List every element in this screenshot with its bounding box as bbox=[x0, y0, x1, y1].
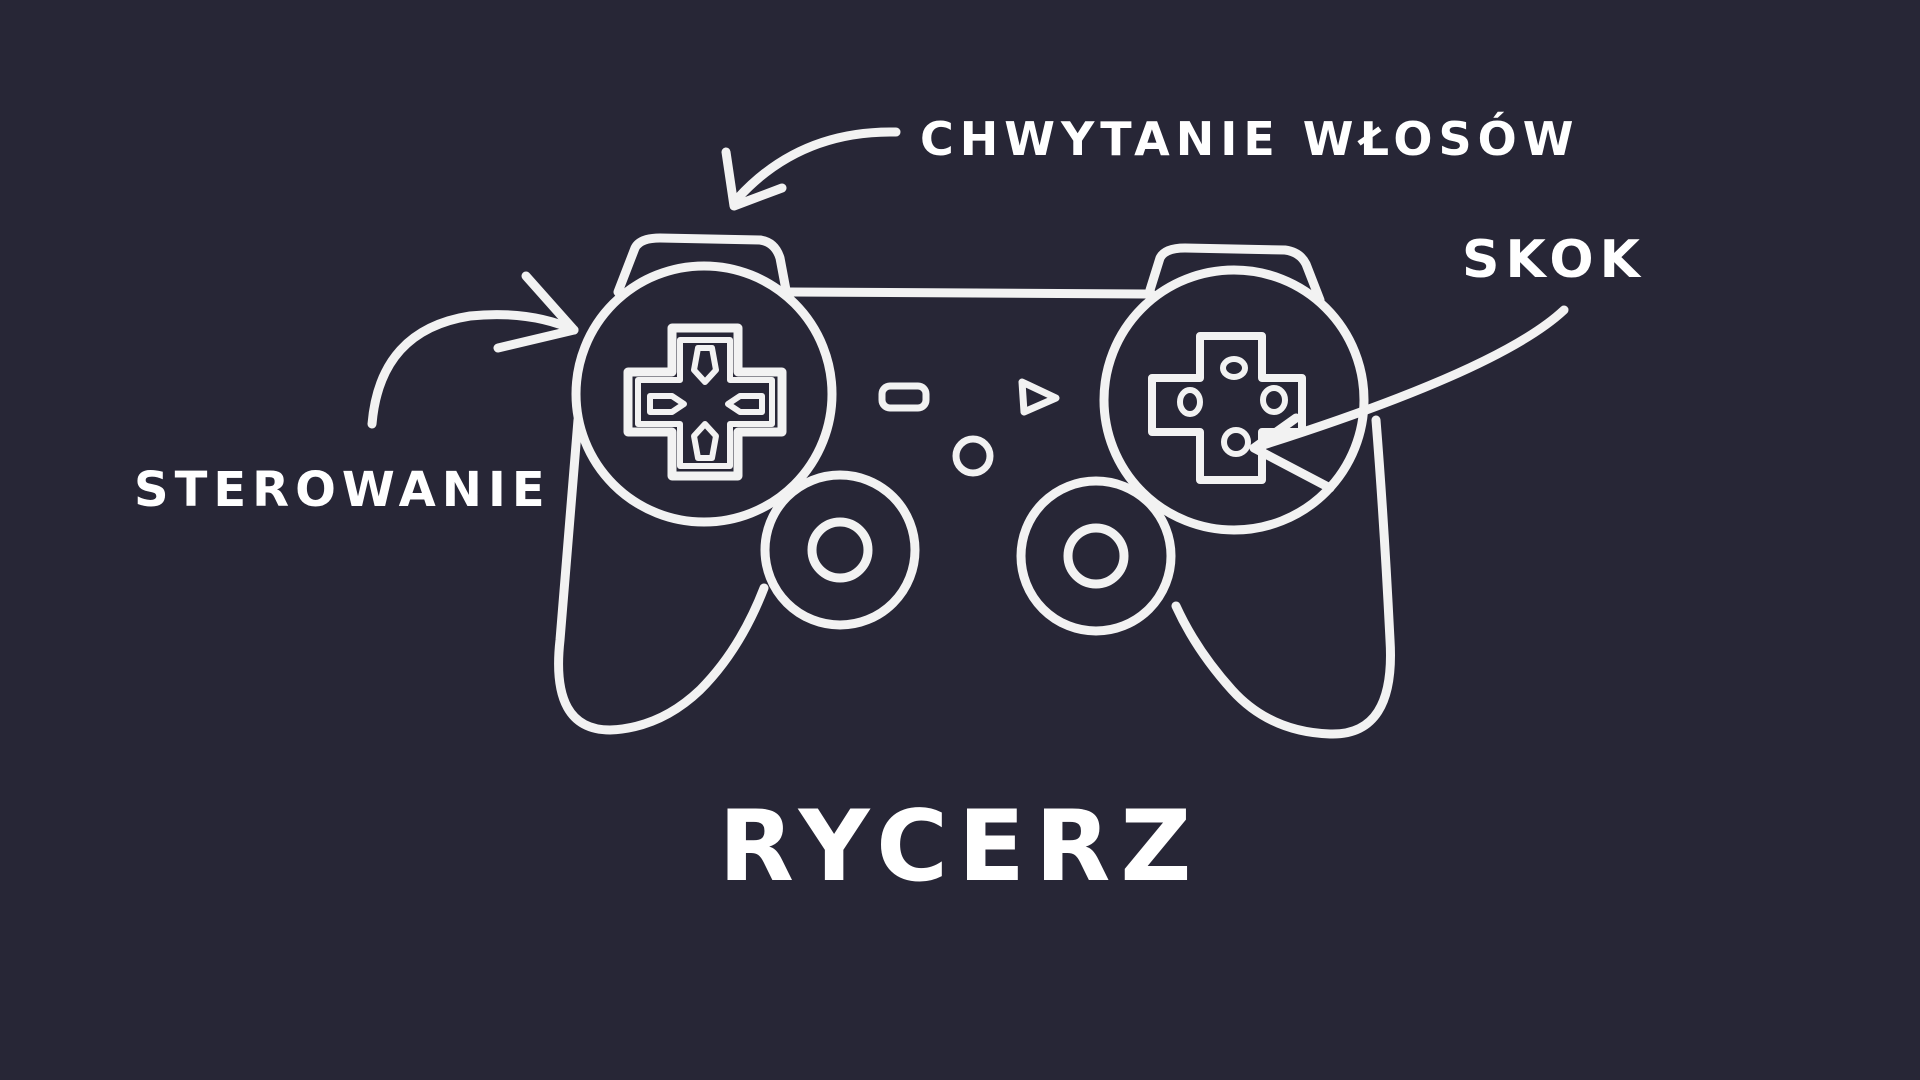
dpad-icon bbox=[623, 323, 787, 481]
arrow-grab bbox=[733, 127, 901, 203]
right-stick-cap bbox=[1063, 523, 1129, 589]
character-title: RYCERZ bbox=[718, 790, 1202, 904]
face-button-right bbox=[1260, 385, 1288, 415]
controller-body bbox=[554, 415, 769, 735]
controller-top-edge bbox=[785, 287, 1157, 299]
label-move: STEROWANIE bbox=[134, 462, 551, 518]
face-button-bottom bbox=[1221, 427, 1251, 457]
left-hub bbox=[571, 261, 837, 527]
left-stick-cap bbox=[807, 517, 873, 583]
label-grab: CHWYTANIE WŁOSÓW bbox=[920, 112, 1580, 166]
start-button bbox=[1018, 378, 1060, 416]
controller-body-right bbox=[1171, 415, 1395, 739]
dpad-down-arrow bbox=[691, 421, 719, 461]
dpad-right-arrow bbox=[725, 393, 765, 415]
dpad-up-arrow bbox=[691, 345, 719, 385]
right-hub bbox=[1099, 265, 1369, 535]
dpad-left-arrow bbox=[647, 393, 687, 415]
right-bumper bbox=[1145, 243, 1325, 305]
label-jump: SKOK bbox=[1462, 230, 1646, 290]
home-button bbox=[952, 435, 994, 477]
face-buttons-icon bbox=[1148, 332, 1306, 484]
arrow-move-head bbox=[493, 271, 579, 353]
face-button-top bbox=[1220, 356, 1248, 380]
right-stick bbox=[1016, 476, 1176, 636]
left-bumper bbox=[613, 233, 791, 297]
arrow-move bbox=[367, 310, 579, 429]
face-button-left bbox=[1177, 387, 1203, 417]
arrow-jump bbox=[1255, 305, 1569, 451]
left-stick bbox=[760, 470, 920, 630]
arrow-grab-head bbox=[721, 147, 787, 211]
arrow-jump-head bbox=[1249, 413, 1335, 493]
select-button bbox=[878, 382, 930, 412]
